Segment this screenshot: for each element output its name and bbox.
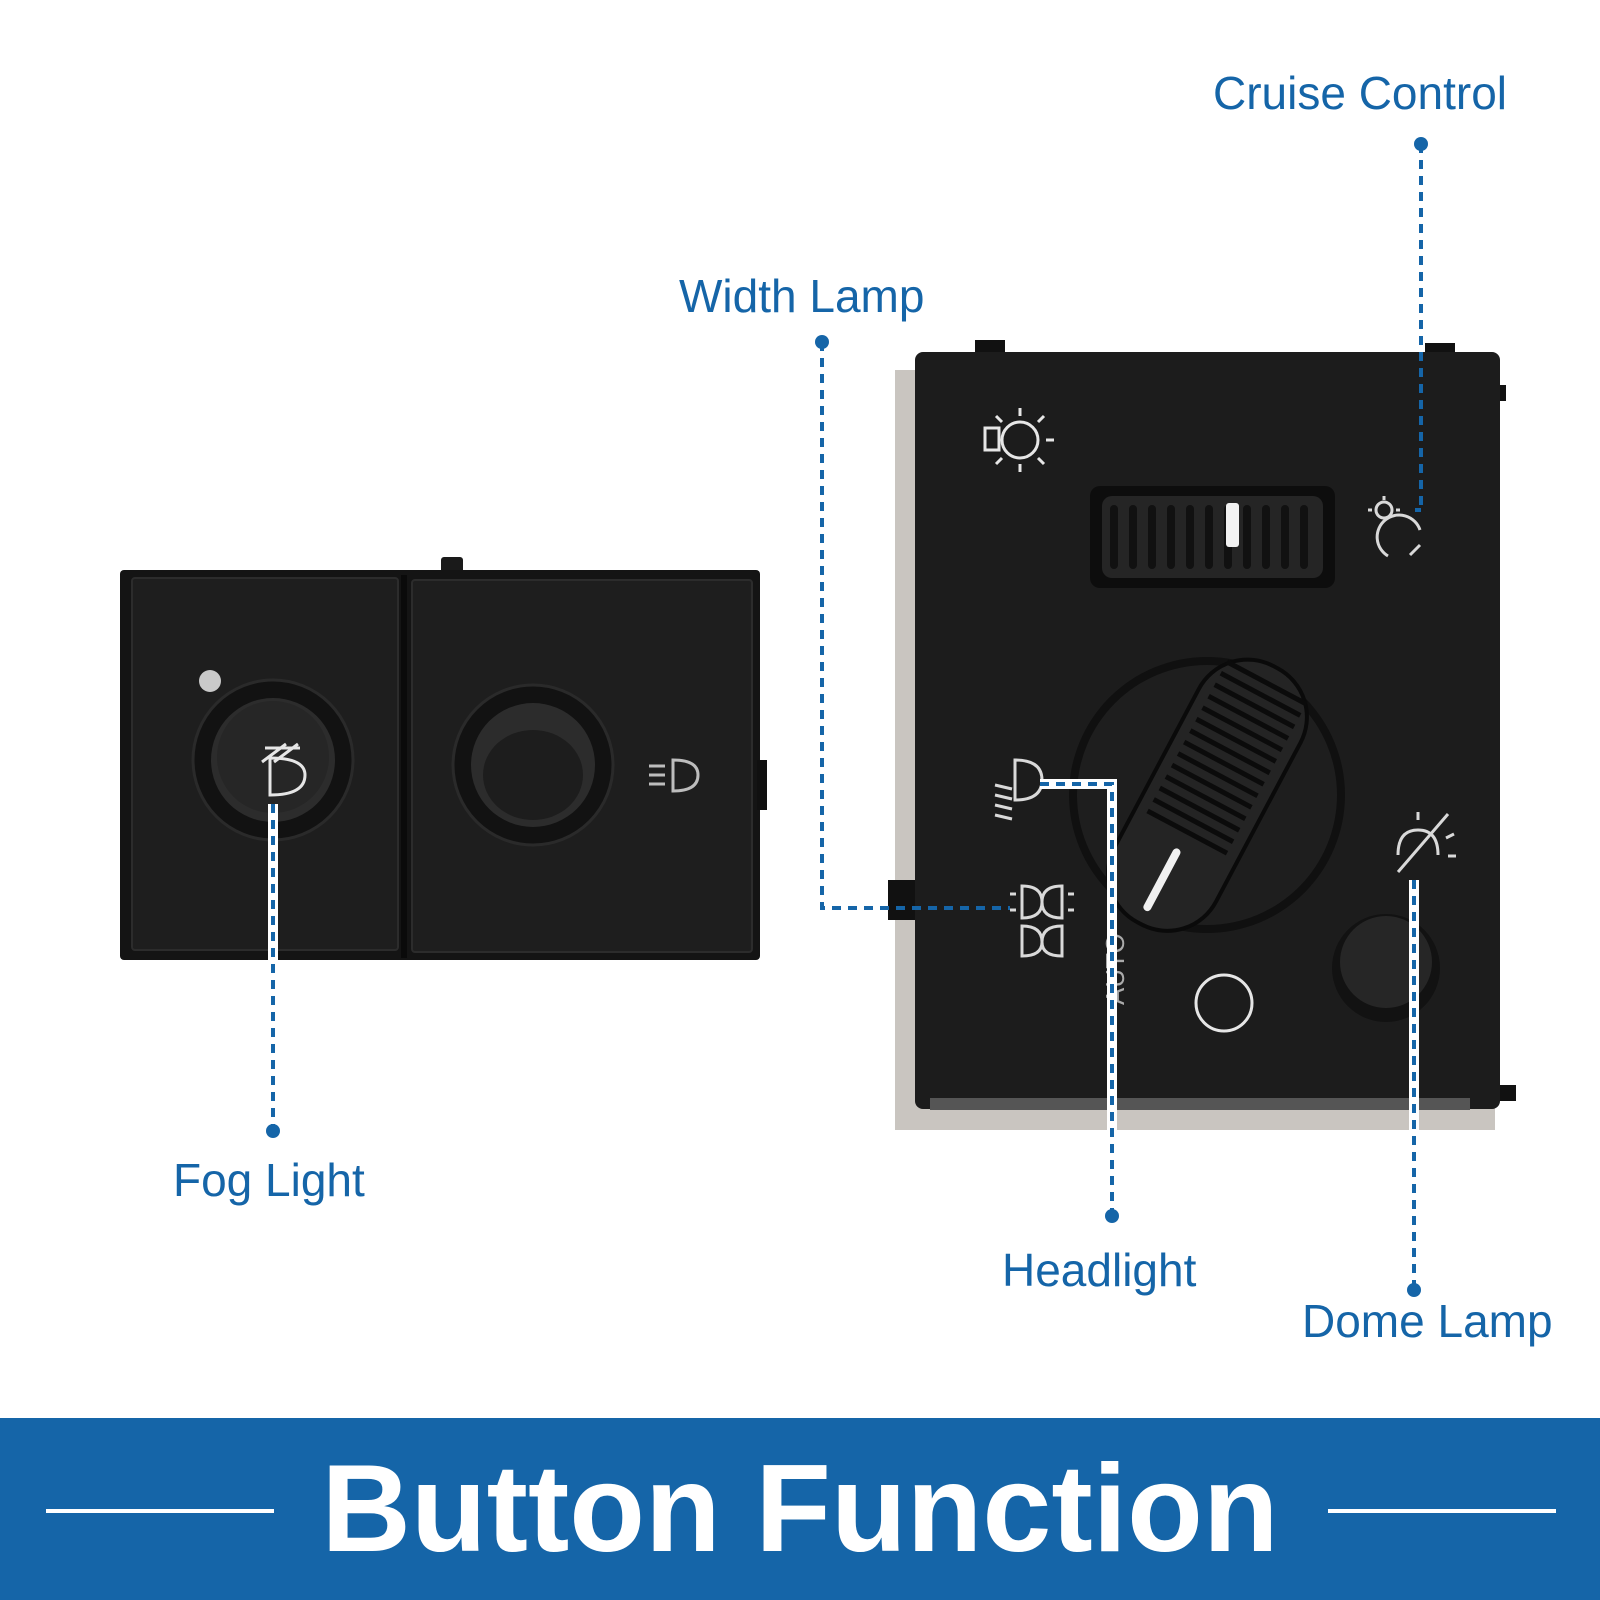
title-banner: Button Function bbox=[0, 1418, 1600, 1600]
callout-headlight: Headlight bbox=[1002, 1244, 1197, 1296]
cruise-control-dot bbox=[1414, 137, 1428, 151]
headlight-leader bbox=[1040, 779, 1117, 1216]
knob-rib bbox=[1207, 693, 1290, 741]
fog-light-icon bbox=[261, 742, 307, 797]
knob-rib bbox=[1189, 728, 1271, 776]
knob-rib bbox=[1219, 671, 1302, 718]
callout-cruise-control: Cruise Control bbox=[1213, 67, 1507, 119]
fog-light-dot bbox=[266, 1124, 280, 1138]
headlight-icon bbox=[649, 758, 700, 793]
dome-lamp-dot bbox=[1407, 1283, 1421, 1297]
banner-rule-left bbox=[46, 1509, 274, 1513]
callout-dome-lamp: Dome Lamp bbox=[1302, 1295, 1553, 1347]
knob-rib bbox=[1213, 682, 1296, 730]
banner-rule-right bbox=[1328, 1509, 1556, 1513]
wheel-rib bbox=[1243, 505, 1251, 569]
wheel-rib bbox=[1110, 505, 1118, 569]
callout-leaders bbox=[268, 144, 1423, 1290]
knob-rib bbox=[1182, 739, 1265, 787]
wheel-rib bbox=[1167, 505, 1175, 569]
wheel-rib bbox=[1300, 505, 1308, 569]
wheel-rib bbox=[1148, 505, 1156, 569]
dome-lamp-off-icon bbox=[1396, 812, 1456, 873]
headlight-dot bbox=[1105, 1209, 1119, 1223]
knob-rib bbox=[1158, 785, 1241, 833]
sun-icon bbox=[983, 408, 1054, 472]
knob-rib bbox=[1176, 751, 1259, 799]
knob-rib bbox=[1170, 762, 1253, 810]
headlight-switch-module: AUTO bbox=[888, 340, 1516, 1130]
width-lamp-icon bbox=[1010, 884, 1074, 958]
knob-rib bbox=[1195, 716, 1278, 764]
width-lamp-leader bbox=[820, 342, 1010, 910]
callout-width-lamp: Width Lamp bbox=[679, 270, 925, 322]
wheel-rib bbox=[1281, 505, 1289, 569]
fog-light-switch-module bbox=[120, 557, 767, 960]
knob-rib bbox=[1225, 659, 1308, 707]
knob-rib bbox=[1146, 808, 1229, 856]
wheel-rib bbox=[1129, 505, 1137, 569]
off-circle-icon bbox=[1194, 973, 1254, 1033]
wheel-rib bbox=[1186, 505, 1194, 569]
wheel-rib bbox=[1205, 505, 1213, 569]
knob-rib bbox=[1164, 774, 1247, 821]
callout-dots bbox=[266, 137, 1428, 1297]
knob-rib bbox=[1152, 797, 1235, 844]
knob-rib bbox=[1201, 705, 1284, 753]
dimmer-thumbwheel bbox=[1090, 486, 1335, 588]
width-lamp-dot bbox=[815, 335, 829, 349]
cruise-control-leader bbox=[1415, 144, 1423, 512]
dimmer-icon bbox=[1368, 496, 1422, 558]
banner-title: Button Function bbox=[321, 1440, 1279, 1578]
headlight-rotary-knob: AUTO bbox=[1069, 657, 1345, 1005]
wheel-rib bbox=[1262, 505, 1270, 569]
callout-fog-light: Fog Light bbox=[173, 1154, 365, 1206]
dome-lamp-button bbox=[1332, 914, 1440, 1022]
